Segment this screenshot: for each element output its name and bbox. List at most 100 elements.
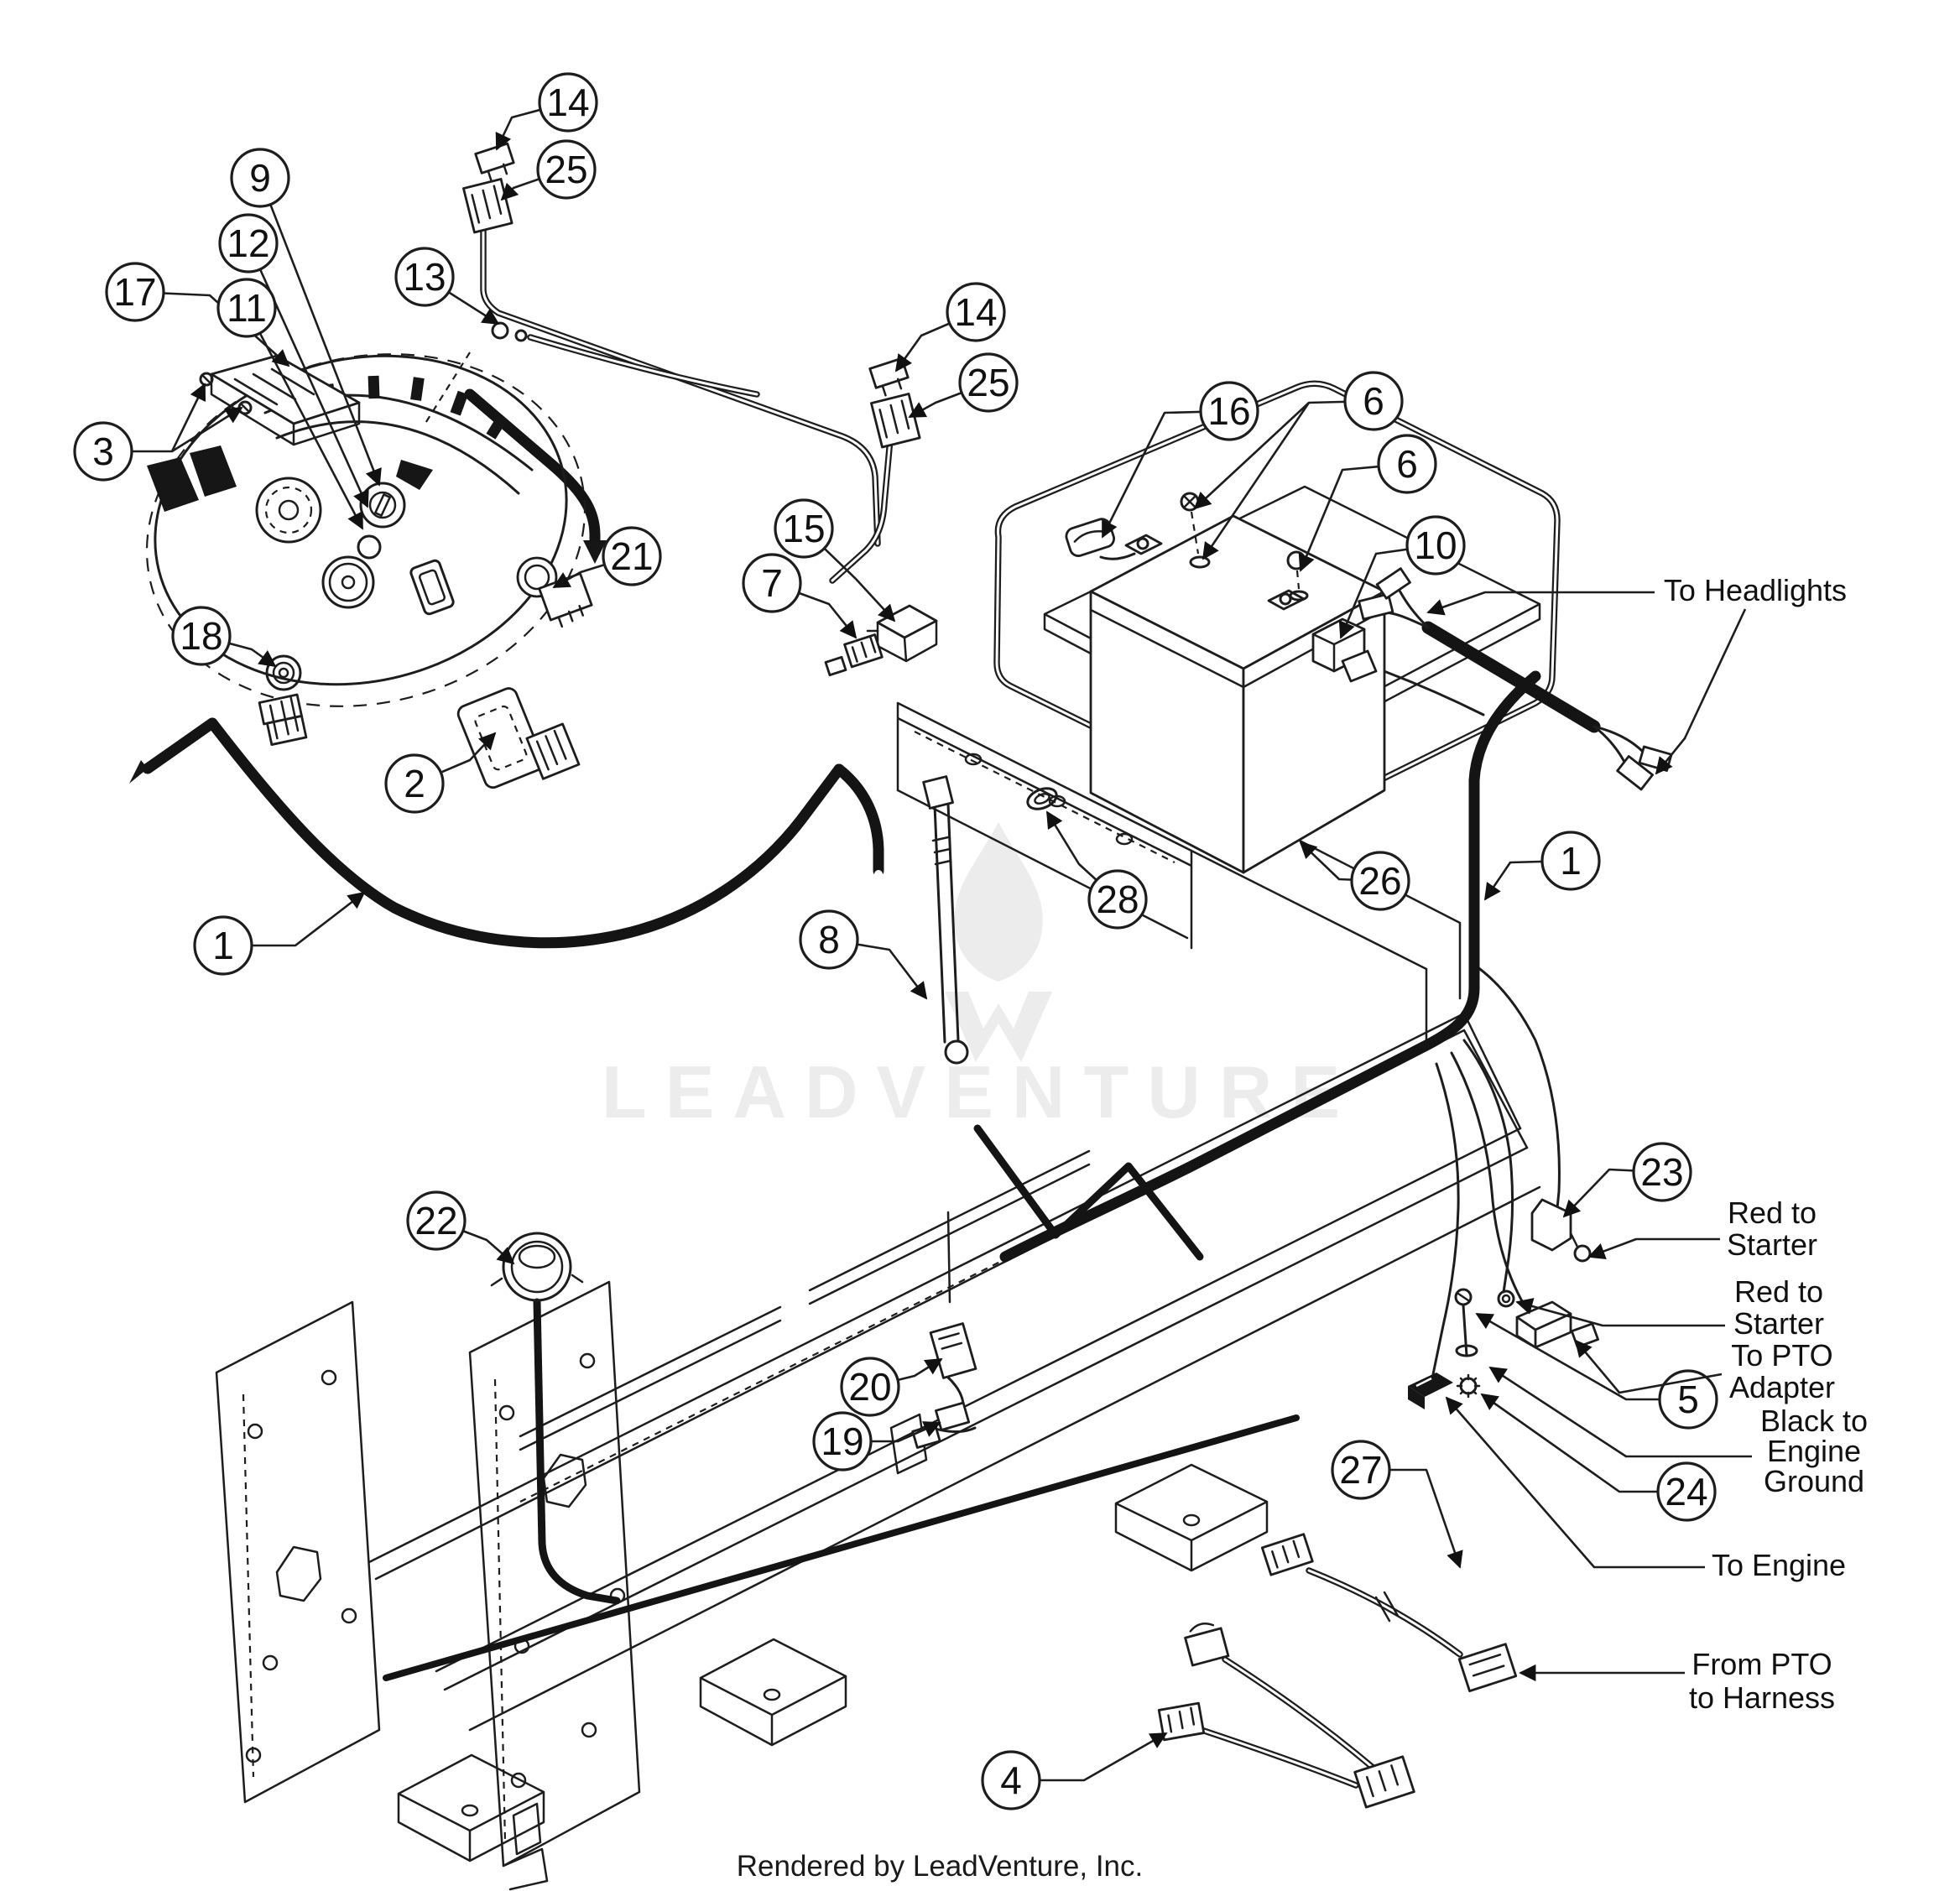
chassis-frame <box>215 701 1541 1891</box>
callout-4[interactable]: 4 <box>981 1750 1041 1810</box>
label-text: Red to <box>1728 1196 1817 1230</box>
callout-number: 14 <box>546 81 589 124</box>
callout-28[interactable]: 28 <box>1087 869 1148 930</box>
callout-25[interactable]: 25 <box>958 352 1019 413</box>
callout-circle[interactable] <box>812 1411 873 1472</box>
callout-circle[interactable] <box>230 148 290 208</box>
label-text: Adapter <box>1729 1370 1835 1404</box>
callout-8[interactable]: 8 <box>799 909 859 970</box>
thin-wires <box>480 216 1561 1789</box>
callout-24[interactable]: 24 <box>1656 1461 1717 1522</box>
callout-circle[interactable] <box>171 606 232 666</box>
callout-1[interactable]: 1 <box>1540 831 1601 891</box>
callout-5[interactable]: 5 <box>1658 1369 1718 1430</box>
callout-number: 6 <box>1396 442 1418 486</box>
label-leader-black-to-engine-ground <box>1488 1366 1752 1458</box>
callout-17[interactable]: 17 <box>105 262 165 322</box>
callout-2[interactable]: 2 <box>384 753 445 814</box>
callout-circle[interactable] <box>193 915 253 976</box>
callout-6[interactable]: 6 <box>1343 371 1404 431</box>
callout-number: 22 <box>414 1199 457 1242</box>
callout-number: 6 <box>1363 379 1384 423</box>
callout-18[interactable]: 18 <box>171 606 232 666</box>
callout-number: 19 <box>821 1420 863 1463</box>
callout-26[interactable]: 26 <box>1350 851 1410 911</box>
wiring-harness-main <box>129 388 1673 1681</box>
callout-circle[interactable] <box>742 553 802 613</box>
callout-circle[interactable] <box>406 1190 467 1251</box>
callout-13[interactable]: 13 <box>394 247 455 307</box>
callout-circle[interactable] <box>1343 371 1404 431</box>
label-text: Red to <box>1734 1274 1823 1309</box>
label-leader-to-headlights <box>1426 591 1655 616</box>
callout-14[interactable]: 14 <box>538 72 598 133</box>
label-leader-to-pto-adapter <box>1574 1339 1723 1394</box>
callout-circle[interactable] <box>218 213 279 273</box>
battery-terminal-negative <box>1279 592 1292 606</box>
callout-circle[interactable] <box>1656 1461 1717 1522</box>
callout-circle[interactable] <box>1377 434 1437 494</box>
callout-circle[interactable] <box>981 1750 1041 1810</box>
callout-circle[interactable] <box>1540 831 1601 891</box>
callout-11[interactable]: 11 <box>216 278 277 338</box>
callout-circle[interactable] <box>840 1357 900 1417</box>
callout-21[interactable]: 21 <box>602 526 662 586</box>
callout-circle[interactable] <box>1087 869 1148 930</box>
leader-line-9 <box>258 177 382 487</box>
callout-circle[interactable] <box>1405 515 1466 576</box>
callout-number: 11 <box>227 286 267 330</box>
callout-circle[interactable] <box>384 753 445 814</box>
leader-line-11 <box>245 307 364 530</box>
label-to-engine: To Engine <box>1712 1548 1846 1582</box>
callout-16[interactable]: 16 <box>1199 381 1259 441</box>
callout-circle[interactable] <box>1632 1142 1692 1202</box>
callout-20[interactable]: 20 <box>840 1357 900 1417</box>
callout-circle[interactable] <box>394 247 455 307</box>
callout-9[interactable]: 9 <box>230 148 290 208</box>
callout-25[interactable]: 25 <box>536 139 597 200</box>
callout-circle[interactable] <box>538 72 598 133</box>
callout-circle[interactable] <box>946 282 1006 342</box>
callout-15[interactable]: 15 <box>774 498 834 559</box>
callout-circle[interactable] <box>1199 381 1259 441</box>
callout-27[interactable]: 27 <box>1331 1440 1391 1500</box>
callout-circle[interactable] <box>536 139 597 200</box>
callout-7[interactable]: 7 <box>742 553 802 613</box>
label-text: Starter <box>1733 1306 1824 1341</box>
callout-circle[interactable] <box>602 526 662 586</box>
label-text: To Engine <box>1712 1548 1846 1582</box>
console-throttle-icon <box>396 460 433 490</box>
callout-circle[interactable] <box>1658 1369 1718 1430</box>
leadventure-watermark: LEADVENTURE <box>602 822 1340 1133</box>
callout-number: 14 <box>954 290 997 334</box>
callout-circle[interactable] <box>1331 1440 1391 1500</box>
callout-number: 4 <box>1000 1758 1022 1802</box>
callout-leaders <box>103 101 1688 1782</box>
callout-14[interactable]: 14 <box>946 282 1006 342</box>
callout-22[interactable]: 22 <box>406 1190 467 1251</box>
callout-number: 24 <box>1665 1470 1707 1513</box>
callout-6[interactable]: 6 <box>1377 434 1437 494</box>
callout-circle[interactable] <box>73 421 133 482</box>
callout-circle[interactable] <box>958 352 1019 413</box>
callout-12[interactable]: 12 <box>218 213 279 273</box>
callout-circle[interactable] <box>1350 851 1410 911</box>
callout-23[interactable]: 23 <box>1632 1142 1692 1202</box>
callout-1[interactable]: 1 <box>193 915 253 976</box>
watermark-flame-icon <box>954 822 1043 982</box>
callout-circle[interactable] <box>216 278 277 338</box>
callout-19[interactable]: 19 <box>812 1411 873 1472</box>
callout-circle[interactable] <box>799 909 859 970</box>
callout-3[interactable]: 3 <box>73 421 133 482</box>
callout-circle[interactable] <box>774 498 834 559</box>
callout-number: 7 <box>761 561 783 605</box>
label-leader-red-to-starter-2 <box>1515 1298 1725 1327</box>
callout-10[interactable]: 10 <box>1405 515 1466 576</box>
callout-circle[interactable] <box>105 262 165 322</box>
leader-line-6 <box>1202 402 1311 560</box>
